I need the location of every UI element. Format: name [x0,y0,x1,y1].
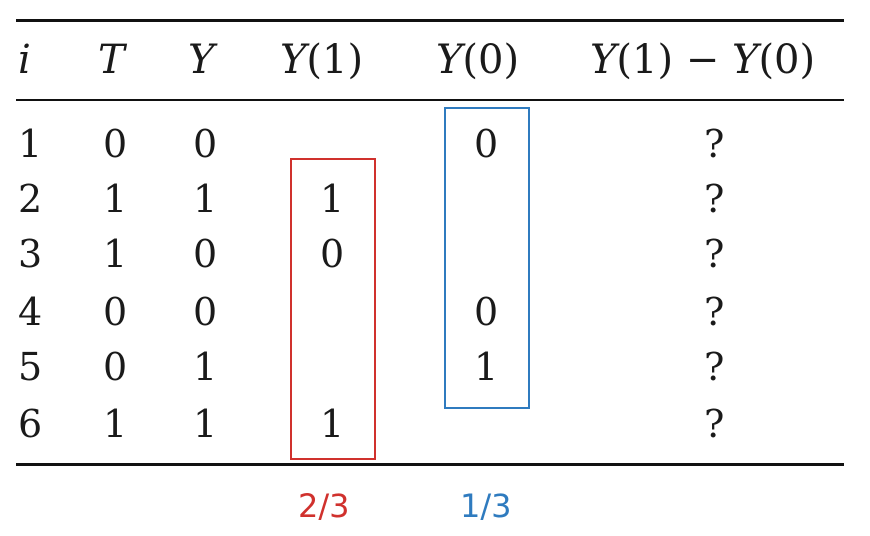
header-t: T [98,37,125,83]
cell-y: 0 [193,122,218,166]
cell-i: 1 [18,122,43,166]
header-y0: Y(0) [436,40,519,80]
cell-i: 4 [18,290,43,334]
y1-observed-box [290,158,376,460]
header-diff-minus: − [673,37,733,83]
header-rule [16,99,844,101]
cell-y: 0 [193,290,218,334]
cell-t: 1 [103,177,128,221]
header-y1: Y(1) [280,40,363,80]
cell-y1: 1 [320,402,345,446]
cell-y1: 0 [320,232,345,276]
header-y0-var: Y [436,37,463,83]
top-rule [16,19,844,22]
cell-diff: ? [704,345,725,389]
y1-average-label: 2/3 [298,487,350,525]
cell-i: 2 [18,177,43,221]
header-diff: Y(1) − Y(0) [590,40,815,80]
header-diff-b: Y [732,37,759,83]
bottom-rule [16,463,844,466]
header-diff-b-arg: (0) [758,37,816,83]
cell-t: 0 [103,345,128,389]
cell-t: 1 [103,232,128,276]
header-y: Y [188,37,215,83]
cell-i: 5 [18,345,43,389]
cell-y0: 0 [474,122,499,166]
cell-diff: ? [704,177,725,221]
cell-diff: ? [704,122,725,166]
y0-average-label: 1/3 [460,487,512,525]
header-y0-arg: (0) [462,37,520,83]
cell-y: 1 [193,402,218,446]
cell-y: 0 [193,232,218,276]
cell-diff: ? [704,402,725,446]
header-diff-a-arg: (1) [616,37,674,83]
cell-i: 6 [18,402,43,446]
cell-diff: ? [704,232,725,276]
header-diff-a: Y [590,37,617,83]
cell-y0: 1 [474,345,499,389]
cell-t: 0 [103,290,128,334]
cell-y: 1 [193,345,218,389]
cell-t: 0 [103,122,128,166]
cell-i: 3 [18,232,43,276]
y0-observed-box [444,107,530,409]
header-i: i [18,37,31,83]
cell-y1: 1 [320,177,345,221]
header-y1-var: Y [280,37,307,83]
cell-diff: ? [704,290,725,334]
header-y1-arg: (1) [306,37,364,83]
cell-t: 1 [103,402,128,446]
cell-y: 1 [193,177,218,221]
cell-y0: 0 [474,290,499,334]
